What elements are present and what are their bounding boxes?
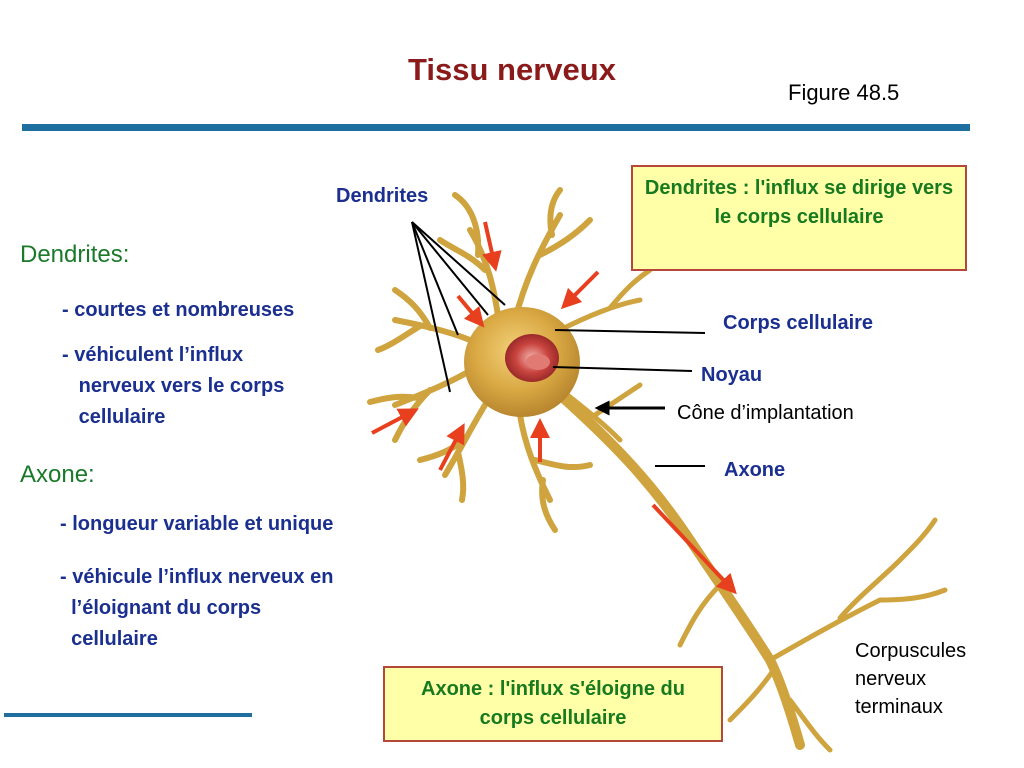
- label-noyau: Noyau: [701, 364, 763, 386]
- influx-arrows: [371, 221, 737, 595]
- axon-terminals: [677, 517, 948, 753]
- figure-reference: Figure 48.5: [788, 80, 900, 105]
- dendrites-bullet-2: - véhiculent l’influx nerveux vers le co…: [62, 344, 285, 428]
- dendrites-heading: Dendrites:: [20, 241, 130, 268]
- label-axone: Axone: [724, 459, 786, 481]
- top-divider: [22, 124, 970, 131]
- leader-lines: [411, 221, 706, 467]
- label-corps-cellulaire: Corps cellulaire: [723, 312, 874, 334]
- axone-bullet-2: - véhicule l’influx nerveux en l’éloigna…: [60, 566, 334, 650]
- label-corpuscules: Corpuscules nerveux terminaux: [855, 640, 967, 718]
- dendrites-info-box: Dendrites : l'influx se dirige vers le c…: [631, 165, 967, 271]
- label-cone-implantation: Cône d’implantation: [677, 402, 854, 424]
- bottom-divider: [4, 713, 252, 717]
- nucleolus: [526, 354, 550, 370]
- label-dendrites: Dendrites: [336, 185, 429, 207]
- axone-info-box: Axone : l'influx s'éloigne du corps cell…: [383, 666, 723, 742]
- axone-heading: Axone:: [20, 461, 95, 488]
- dendrites-bullet-1: - courtes et nombreuses: [62, 299, 295, 321]
- axone-bullet-1: - longueur variable et unique: [60, 513, 334, 535]
- page-title: Tissu nerveux: [408, 52, 616, 87]
